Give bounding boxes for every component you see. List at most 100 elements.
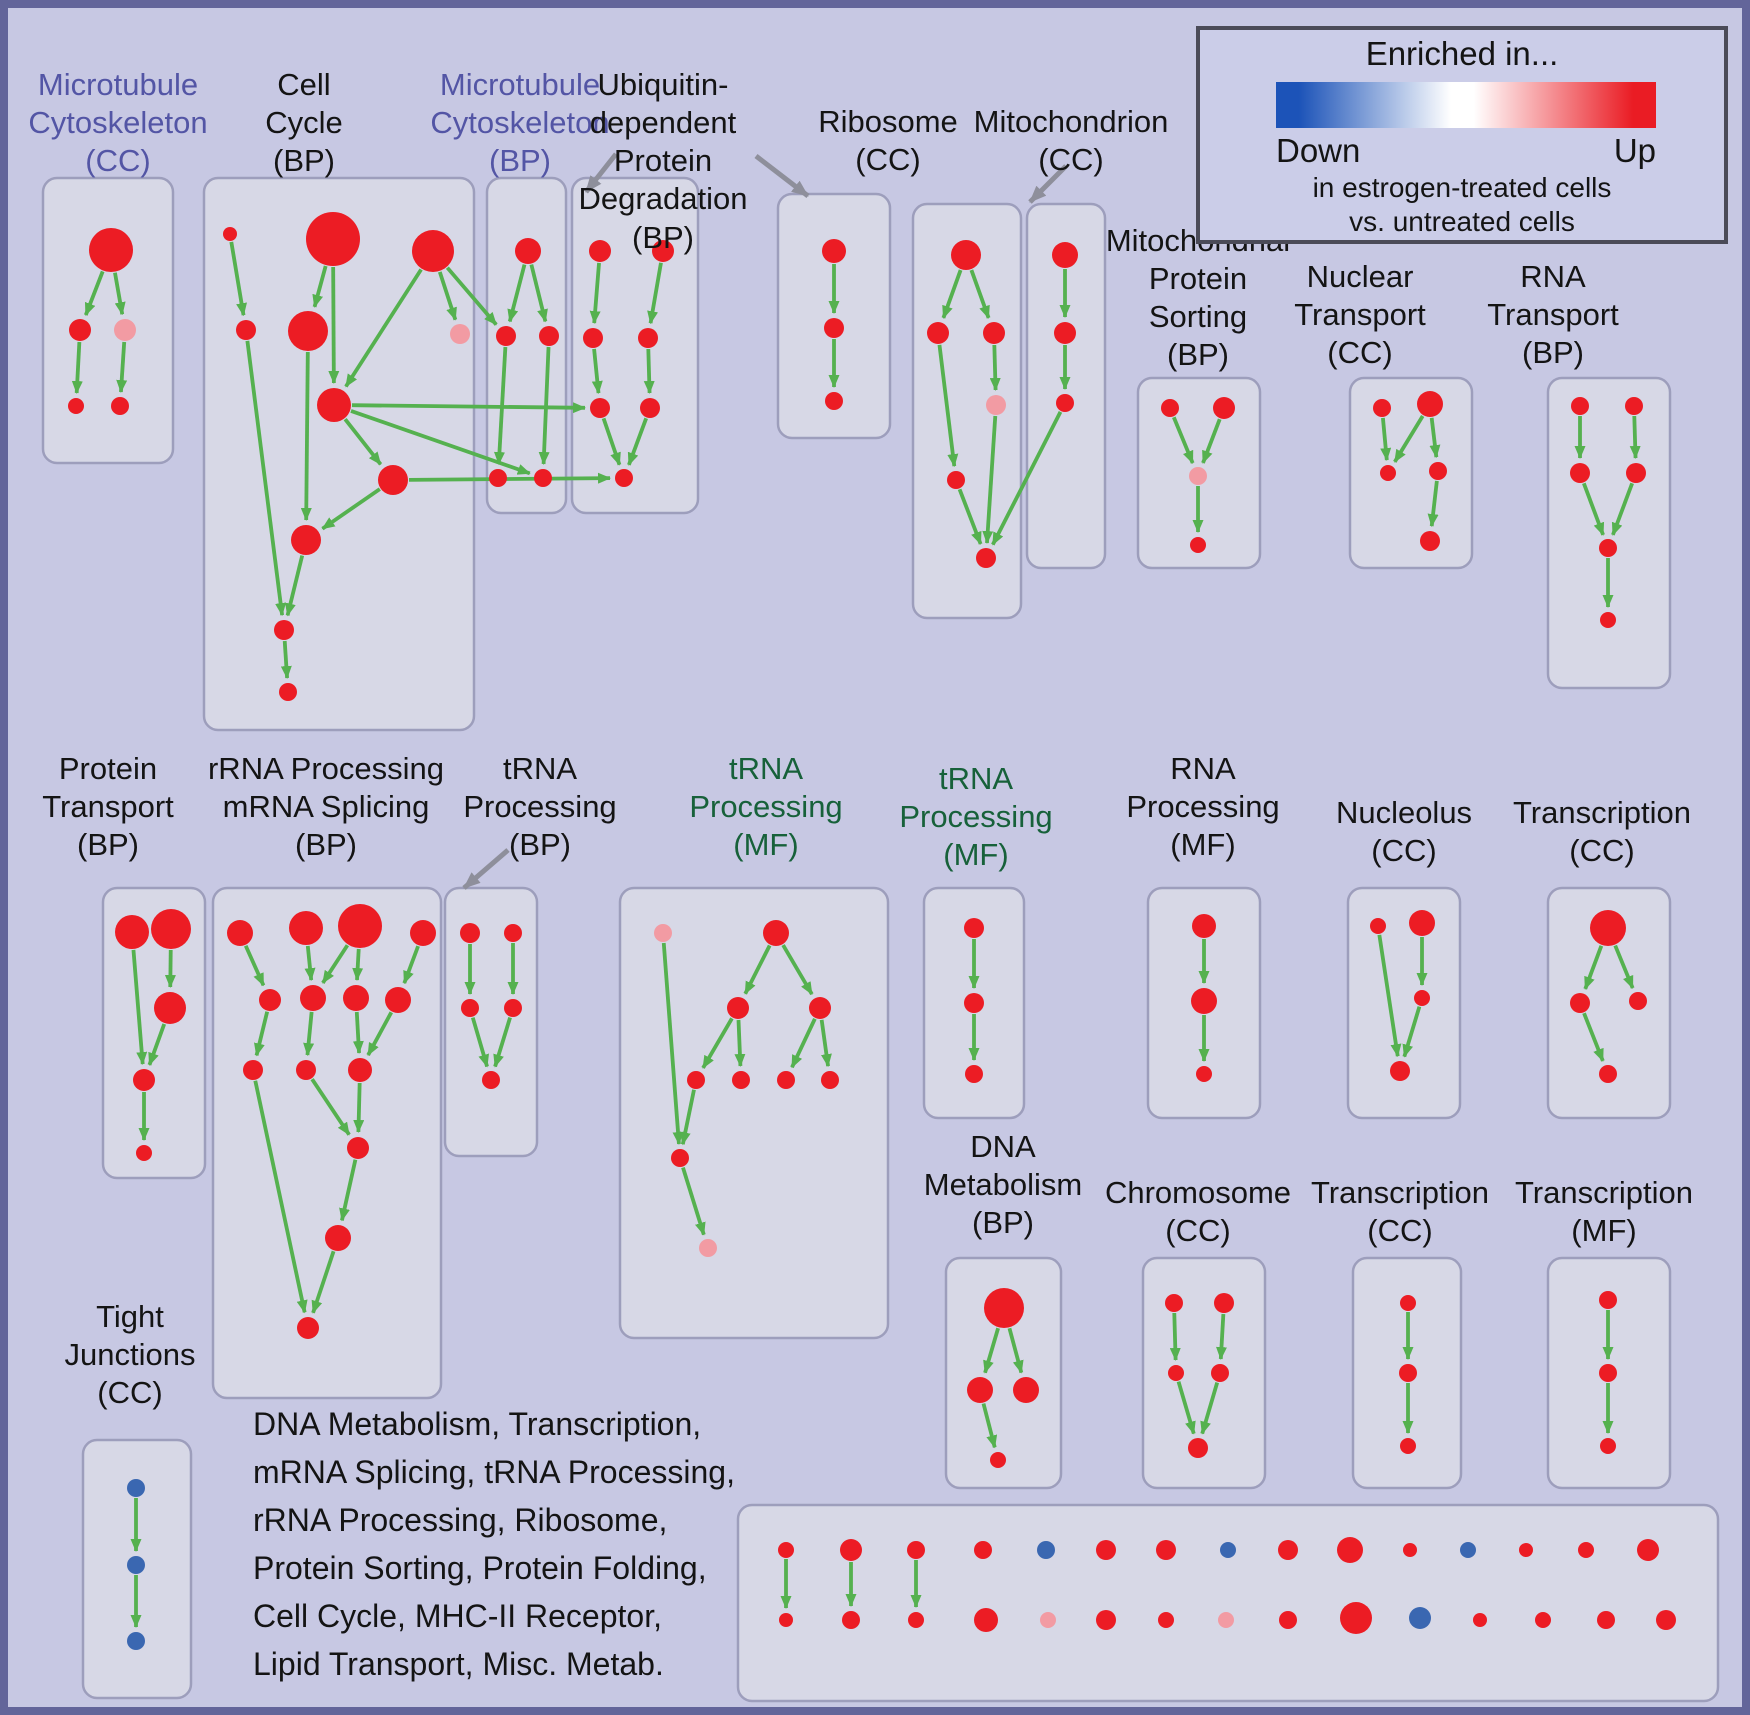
- edge-a3-a5: [116, 341, 128, 394]
- gene-node-q3: [1414, 990, 1430, 1006]
- group-box-trna-processing-mf-1: [618, 886, 890, 1340]
- gene-node-a2: [69, 319, 91, 341]
- gene-node-w1: [127, 1479, 145, 1497]
- gene-node-k5: [136, 1145, 152, 1161]
- edge-d4-d6: [643, 348, 655, 395]
- gene-node-o1: [964, 918, 984, 938]
- edge-i1-i3: [1380, 417, 1392, 462]
- gene-node-x2: [840, 1539, 862, 1561]
- gene-node-o3: [965, 1065, 983, 1083]
- edge-a1-a3: [113, 272, 126, 316]
- gene-node-r1: [1590, 910, 1626, 946]
- edge-f5-f6: [957, 488, 983, 545]
- edge-b8-d7: [408, 472, 612, 484]
- gene-node-n10: [699, 1239, 717, 1257]
- gene-node-m3: [461, 999, 479, 1017]
- gene-node-c4: [489, 469, 507, 487]
- gene-node-j5: [1599, 539, 1617, 557]
- gene-node-t3: [1168, 1365, 1184, 1381]
- edge-r1-r2: [1583, 945, 1604, 990]
- gene-node-q2: [1409, 910, 1435, 936]
- edge-b3-c2: [445, 266, 498, 326]
- legend-caption-line1: in estrogen-treated cells: [1312, 172, 1612, 203]
- gene-node-f6: [976, 548, 996, 568]
- gene-node-l5: [259, 989, 281, 1011]
- group-box-ubiquitin-degradation-bp-1: [570, 176, 700, 515]
- gene-node-v3: [1600, 1438, 1616, 1454]
- gene-node-p3: [1196, 1066, 1212, 1082]
- group-box-microtubule-cytoskeleton-cc: [41, 176, 175, 465]
- gene-node-o2: [964, 993, 984, 1013]
- gene-node-b6: [450, 324, 470, 344]
- group-box-rrna-processing-mrna-splicing-bp: [211, 886, 443, 1400]
- gene-node-n2: [763, 920, 789, 946]
- group-box-nuclear-transport-cc: [1348, 376, 1474, 570]
- gene-node-y14: [1597, 1611, 1615, 1629]
- legend-caption-line2: vs. untreated cells: [1349, 206, 1575, 237]
- gene-node-t4: [1211, 1364, 1229, 1382]
- gene-node-s2: [967, 1377, 993, 1403]
- gene-node-c3: [539, 326, 559, 346]
- legend-down-label: Down: [1276, 132, 1361, 169]
- edge-l5-l9: [254, 1011, 270, 1057]
- gene-node-n7: [777, 1071, 795, 1089]
- gene-node-m2: [504, 924, 522, 942]
- gene-node-p1: [1192, 914, 1216, 938]
- gene-node-g3: [1056, 394, 1074, 412]
- gene-node-w3: [127, 1632, 145, 1650]
- gene-node-l8: [385, 987, 411, 1013]
- legend-up-label: Up: [1613, 132, 1656, 169]
- gene-node-b4: [236, 320, 256, 340]
- edge-m3-m5: [470, 1017, 489, 1068]
- gene-node-e3: [825, 392, 843, 410]
- edge-r1-r3: [1613, 944, 1635, 989]
- edge-j3-j5: [1582, 482, 1605, 536]
- gene-node-x10: [1337, 1537, 1363, 1563]
- gene-node-x8: [1220, 1542, 1236, 1558]
- gene-node-y13: [1535, 1612, 1551, 1628]
- gene-node-c1: [515, 238, 541, 264]
- gene-node-y5: [1040, 1612, 1056, 1628]
- edge-l4-l8: [402, 945, 420, 985]
- gene-node-r2: [1570, 993, 1590, 1013]
- gene-node-r3: [1629, 992, 1647, 1010]
- gene-node-i3: [1380, 465, 1396, 481]
- gene-node-l9: [243, 1060, 263, 1080]
- edge-f4-f6: [982, 415, 998, 545]
- edge-f1-f3: [969, 269, 991, 319]
- group-box-ribosome-cc: [911, 202, 1023, 620]
- gene-node-y8: [1218, 1612, 1234, 1628]
- edge-c1-c2: [507, 264, 527, 323]
- gene-node-a1: [89, 228, 133, 272]
- gene-node-m5: [482, 1071, 500, 1089]
- edge-s1-s3: [1007, 1327, 1024, 1374]
- edge-c1-c3: [529, 264, 548, 323]
- edge-g3-f6: [991, 411, 1063, 546]
- gene-node-l2: [289, 911, 323, 945]
- gene-node-m1: [460, 923, 480, 943]
- gene-node-l10: [296, 1060, 316, 1080]
- gene-node-y2: [842, 1611, 860, 1629]
- group-box-trna-processing-bp: [443, 886, 539, 1158]
- gene-node-b9: [291, 525, 321, 555]
- gene-node-l4: [410, 920, 436, 946]
- edge-a1-a2: [84, 270, 105, 317]
- edge-c2-c4: [493, 346, 508, 466]
- edge-h2-h3: [1201, 418, 1222, 464]
- edge-d1-d3: [589, 262, 601, 325]
- edge-d2-d4: [647, 262, 663, 325]
- gene-node-c2: [496, 326, 516, 346]
- gene-node-i4: [1429, 462, 1447, 480]
- gene-node-y1: [779, 1613, 793, 1627]
- edge-l3-l7: [352, 948, 364, 982]
- gene-node-d4: [638, 328, 658, 348]
- edge-c3-c5: [538, 346, 551, 466]
- edge-t2-t4: [1215, 1313, 1227, 1361]
- gene-node-h1: [1161, 399, 1179, 417]
- gene-node-y15: [1656, 1610, 1676, 1630]
- gene-node-n4: [809, 997, 831, 1019]
- gene-node-e1: [822, 239, 846, 263]
- gene-node-n9: [671, 1149, 689, 1167]
- edge-l3-l6: [321, 944, 350, 984]
